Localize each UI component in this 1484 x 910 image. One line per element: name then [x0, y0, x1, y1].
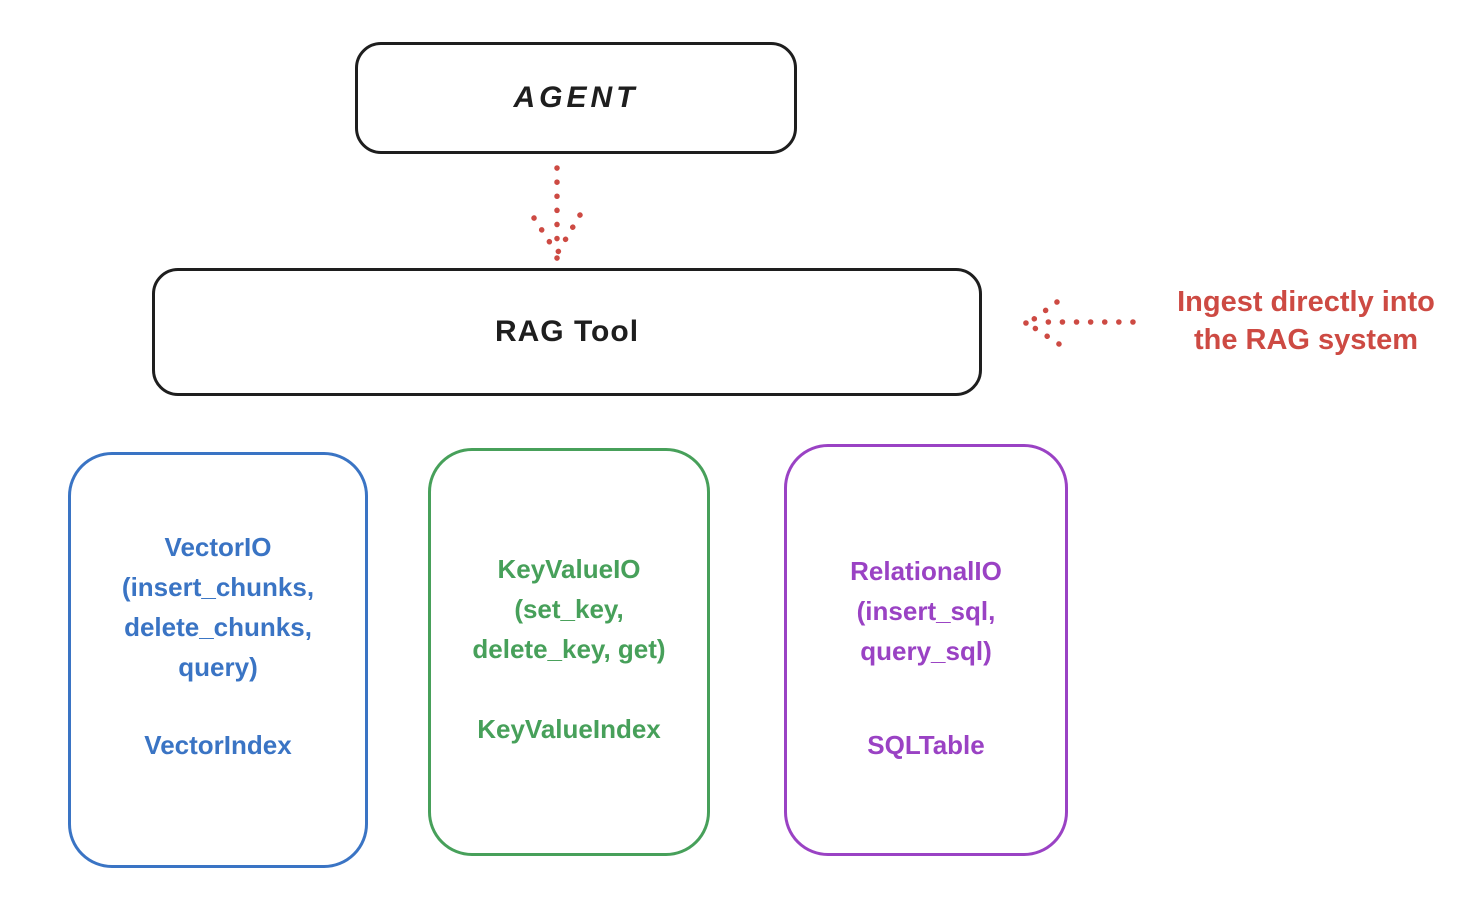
vector-io-line: (insert_chunks,: [121, 572, 315, 602]
rag-tool-node-label: RAG Tool: [494, 315, 640, 348]
relational-index-label: SQLTable: [867, 730, 985, 760]
keyvalue-io-line: delete_key, get): [472, 634, 666, 664]
relational-io-line: RelationalIO: [850, 556, 1002, 586]
keyvalue-io-line: (set_key,: [514, 594, 624, 624]
vector-index-label: VectorIndex: [144, 730, 292, 760]
ingest-annotation-line1: Ingest directly into: [1177, 286, 1435, 318]
ingest-annotation-line2: the RAG system: [1193, 324, 1418, 356]
ingest-annotation: Ingest directly into the RAG system: [1138, 283, 1474, 359]
relational-io-line: (insert_sql,: [856, 596, 996, 626]
relational-io-node: RelationalIO (insert_sql, query_sql) SQL…: [784, 444, 1068, 856]
agent-node: AGENT: [355, 42, 797, 154]
agent-node-label: AGENT: [513, 81, 639, 114]
keyvalue-index-label: KeyValueIndex: [477, 714, 661, 744]
keyvalue-io-line: KeyValueIO: [497, 554, 641, 584]
vector-io-line: VectorIO: [164, 532, 272, 562]
relational-io-line: query_sql): [860, 636, 992, 666]
rag-tool-node: RAG Tool: [152, 268, 982, 396]
keyvalue-io-node: KeyValueIO (set_key, delete_key, get) Ke…: [428, 448, 710, 856]
annotation-arrow: [1022, 299, 1136, 347]
agent-to-ragtool-arrow: [531, 165, 583, 262]
vector-io-line: delete_chunks,: [124, 612, 312, 642]
vector-io-node: VectorIO (insert_chunks, delete_chunks, …: [68, 452, 368, 868]
vector-io-line: query): [178, 652, 258, 682]
